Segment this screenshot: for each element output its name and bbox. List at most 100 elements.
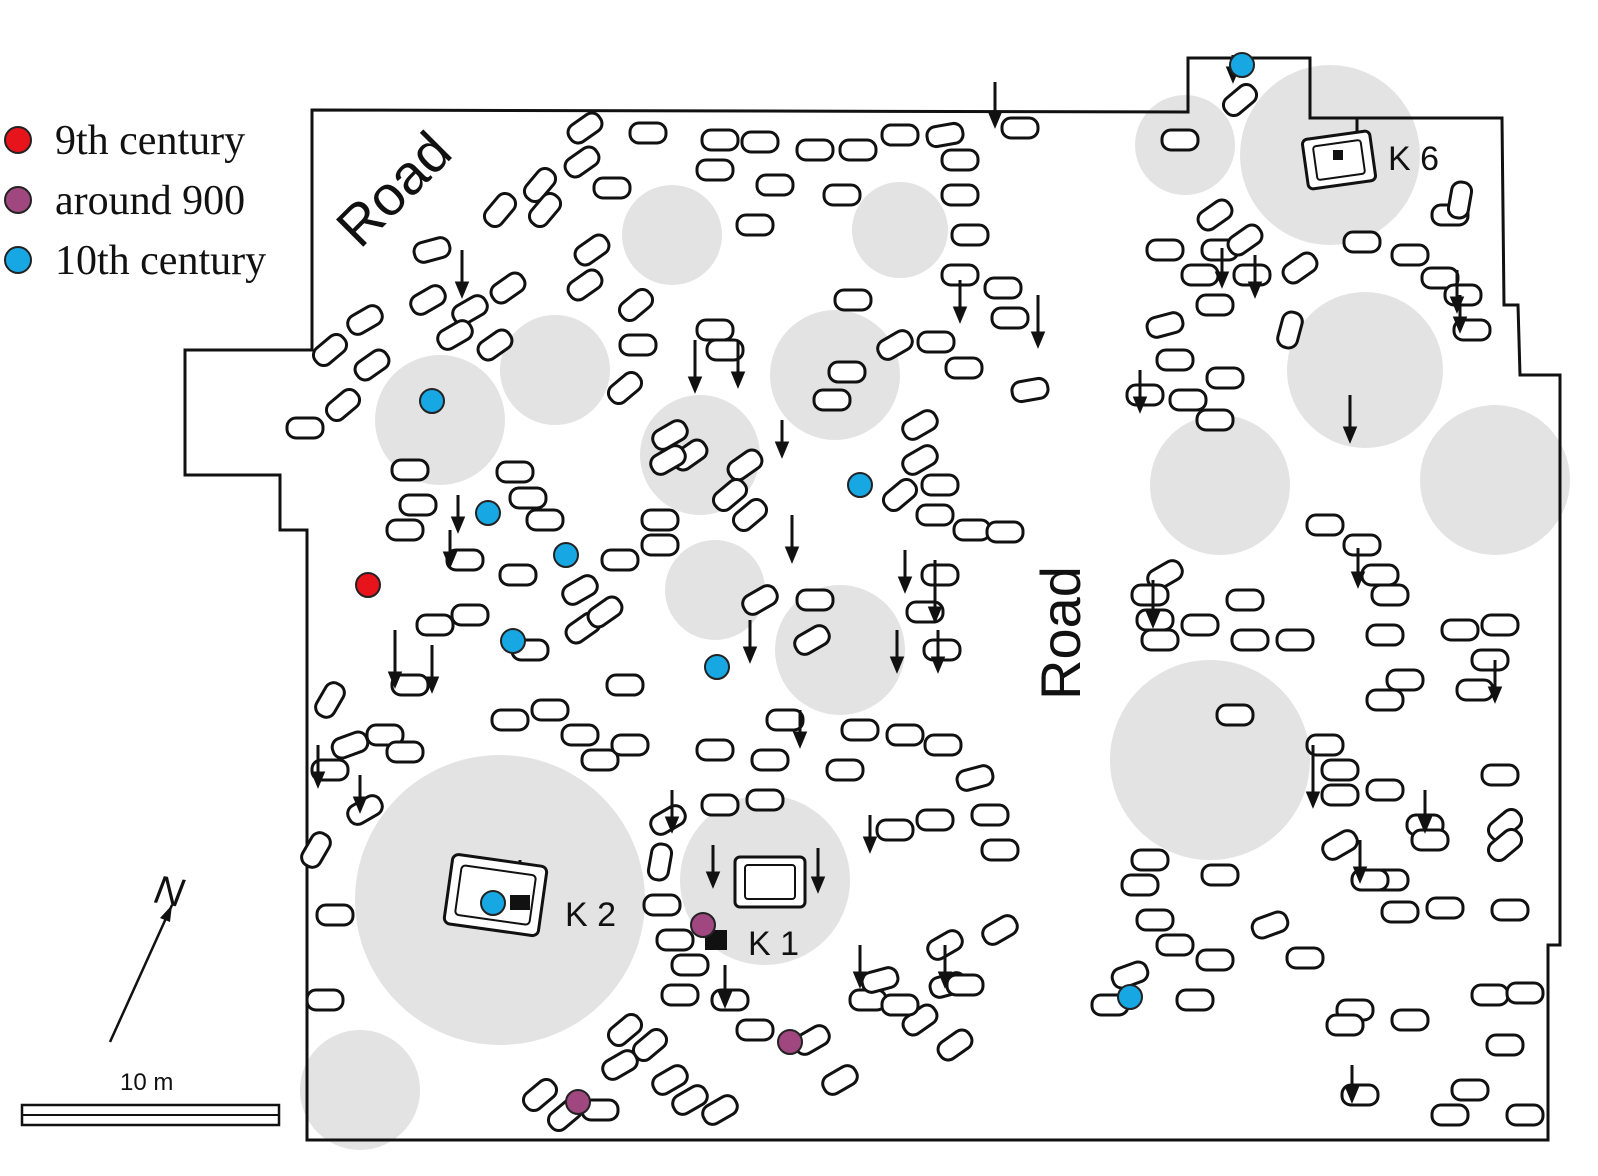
grave-outline-icon	[1486, 827, 1524, 863]
grave-outline-icon	[983, 276, 1023, 300]
grave-outline-icon	[1321, 829, 1359, 861]
grave-outline-icon	[955, 764, 995, 792]
scale-label: 10 m	[120, 1069, 173, 1096]
grave-outline-icon	[1110, 960, 1150, 990]
grave-outline-icon	[1365, 688, 1405, 712]
grave-outline-icon	[990, 306, 1030, 330]
grave-outline-icon	[860, 966, 900, 994]
grave-arrows	[310, 55, 1503, 1104]
grave-outline-icon	[875, 818, 915, 842]
grave-outline-icon	[735, 1018, 775, 1042]
burial-dot-icon	[777, 1029, 803, 1055]
arrow-head-icon	[1030, 331, 1046, 349]
scale-bar-icon: 10 m	[20, 1069, 281, 1127]
grave-outline-icon	[311, 332, 349, 368]
grave-outline-icon	[945, 973, 985, 997]
grave-outline-icon	[353, 348, 391, 382]
grave-outline-icon	[1230, 628, 1270, 652]
grave-outline-icon	[365, 723, 405, 747]
grave-outline-icon	[765, 708, 805, 732]
grave-outline-icon	[1455, 678, 1495, 702]
grave-outline-icon	[812, 388, 852, 412]
grave-outline-icon	[1155, 933, 1195, 957]
arrow-head-icon	[1452, 316, 1468, 334]
grave-outline-icon	[498, 563, 538, 587]
grave-outline-icon	[936, 1028, 974, 1062]
grave-outline-icon	[409, 284, 447, 316]
arrow-head-icon	[717, 991, 733, 1009]
grave-outline-icon	[1195, 948, 1235, 972]
grave-outline-icon	[827, 360, 867, 384]
arrow-head-icon	[810, 876, 826, 894]
k6-structure	[1300, 129, 1378, 191]
grave-outline-icon	[1370, 583, 1410, 607]
grave-outline-icon	[1225, 588, 1265, 612]
grave-outline-icon	[695, 158, 735, 182]
grave-outline-icon	[880, 993, 920, 1017]
arrow-head-icon	[664, 816, 680, 834]
grave-outline-icon	[901, 409, 939, 441]
grave-outline-icon	[1285, 946, 1325, 970]
k2-label: K 2	[565, 896, 616, 934]
arrow-head-icon	[424, 676, 440, 694]
grave-outline-icon	[610, 733, 650, 757]
grave-outline-icon	[1360, 563, 1400, 587]
grave-outline-icon	[642, 893, 682, 917]
arrow-head-icon	[930, 656, 946, 674]
grave-outline-icon	[825, 758, 865, 782]
arrow-head-icon	[987, 111, 1003, 129]
grave-outline-icon	[1195, 293, 1235, 317]
arrow-head-icon	[1145, 611, 1161, 629]
grave-outline-icon	[385, 518, 425, 542]
arrow-head-icon	[1247, 281, 1263, 299]
grave-outline-icon	[700, 128, 740, 152]
grave-outline-icon	[561, 574, 599, 606]
arrow-head-icon	[310, 771, 326, 789]
arrow-head-icon	[1350, 571, 1366, 589]
grave-outline-icon	[1215, 703, 1255, 727]
grave-outline-icon	[1160, 128, 1200, 152]
grave-outline-icon	[920, 563, 960, 587]
legend-item-10th-century: 10th century	[4, 238, 266, 284]
grave-outline-icon	[671, 1084, 709, 1116]
grave-outline-icon	[324, 387, 362, 423]
arrow-head-icon	[730, 371, 746, 389]
grave-outline-icon	[1505, 1103, 1545, 1127]
grave-outline-icon	[1365, 778, 1405, 802]
legend-label: 9th century	[55, 118, 245, 164]
grave-outline-icon	[566, 111, 604, 145]
grave-outline-icon	[495, 460, 535, 484]
grave-outline-icon	[1226, 223, 1264, 257]
legend-dot-icon	[4, 246, 32, 274]
grave-outline-icon	[600, 548, 640, 572]
grave-outline-icon	[476, 328, 514, 362]
grave-outline-icon	[695, 738, 735, 762]
grave-outline-icon	[346, 304, 384, 336]
grave-outline-icon	[940, 183, 980, 207]
grave-outline-icon	[731, 497, 769, 533]
grave-outline-icon	[390, 458, 430, 482]
grave-outline-icon	[1480, 763, 1520, 787]
grave-outline-icon	[838, 138, 878, 162]
grave-outline-icon	[1180, 613, 1220, 637]
grave-outline-icon	[881, 477, 919, 513]
grave-outline-icon	[606, 1012, 644, 1048]
burial-dot-icon	[355, 572, 381, 598]
grave-outline-icon	[605, 673, 645, 697]
grave-outline-icon	[741, 584, 779, 616]
arrow-head-icon	[742, 646, 758, 664]
arrow-head-icon	[937, 971, 953, 989]
grave-outline-icon	[305, 988, 345, 1012]
grave-outline-icon	[580, 748, 620, 772]
grave-outline-icon	[640, 533, 680, 557]
grave-outline-icon	[522, 166, 558, 204]
grave-outline-icon	[330, 730, 370, 760]
grave-outline-icon	[1140, 628, 1180, 652]
grave-outline-icon	[451, 294, 489, 326]
grave-outline-icon	[385, 740, 425, 764]
grave-outline-icon	[1195, 408, 1235, 432]
legend: 9th century around 900 10th century	[4, 118, 266, 284]
grave-outline-icon	[695, 318, 735, 342]
grave-outline-icon	[940, 148, 980, 172]
grave-outline-icon	[1443, 283, 1483, 307]
